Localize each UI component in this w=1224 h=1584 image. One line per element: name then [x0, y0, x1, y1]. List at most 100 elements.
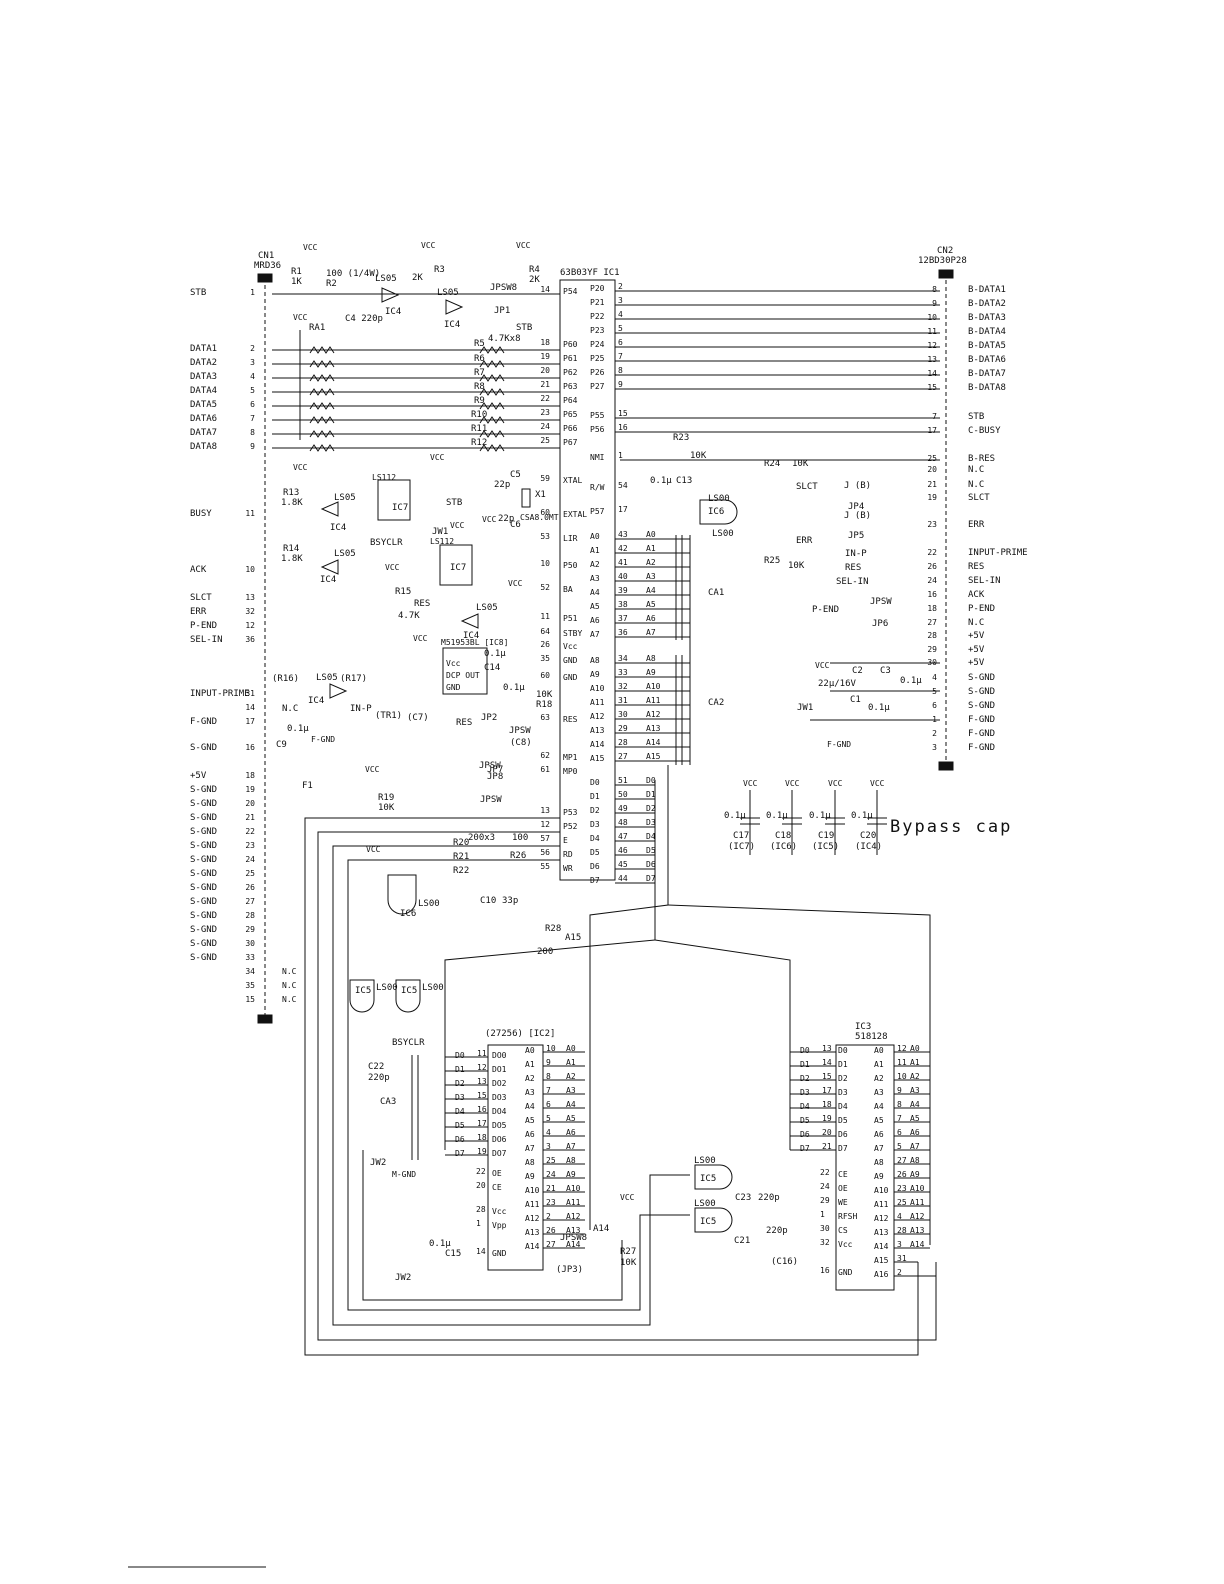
- ls00-label: LS00: [694, 1156, 716, 1166]
- ic3-net-label: A13: [910, 1226, 925, 1235]
- ic3-net-label: A12: [910, 1212, 925, 1221]
- ic3-pin-number: 18: [822, 1100, 832, 1109]
- ic1-bus-net: A10: [646, 682, 661, 691]
- ic3-pin-name: A16: [874, 1270, 889, 1279]
- c23-value: 220p: [758, 1193, 780, 1203]
- ic1-label: 63B03YF IC1: [560, 268, 620, 278]
- ic1-pin-name: P26: [590, 368, 605, 377]
- r20-label: R20: [453, 838, 469, 848]
- ic1-bus-net: A0: [646, 530, 656, 539]
- cn1-signal-label: S-GND: [190, 799, 217, 809]
- vcc-label: VCC: [303, 243, 318, 252]
- cn1-pin-number: 29: [245, 925, 255, 934]
- ic3-net-label: D6: [800, 1130, 810, 1139]
- c9-value: 0.1μ: [287, 724, 309, 734]
- ic3-pin-name: A6: [874, 1130, 884, 1139]
- resistor-symbol: [309, 388, 335, 396]
- ic2-net-label: A0: [566, 1044, 576, 1053]
- ic3-pin-number: 20: [822, 1128, 832, 1137]
- ic3-pin-number: 10: [897, 1072, 907, 1081]
- cn1-signal-label: S-GND: [190, 897, 217, 907]
- vcc-label: VCC: [293, 463, 308, 472]
- ic1-pin-name: STBY: [563, 629, 582, 638]
- cn1-signal-label: ACK: [190, 565, 207, 575]
- ic1-pin-name: A12: [590, 712, 605, 721]
- ic1-pin-name: A10: [590, 684, 605, 693]
- cn1-part: MRD36: [254, 261, 281, 271]
- cn1-signal-label: S-GND: [190, 855, 217, 865]
- ic1-pin-name: RD: [563, 850, 573, 859]
- ic3-pin-name: A12: [874, 1214, 889, 1223]
- cn1-signal-label: S-GND: [190, 785, 217, 795]
- cn2-signal-label: ACK: [968, 590, 985, 600]
- ic2-net-label: A13: [566, 1226, 581, 1235]
- cn1-signal-label: S-GND: [190, 939, 217, 949]
- cn2-pin-number: 14: [927, 369, 937, 378]
- ls05-label: LS05: [476, 603, 498, 613]
- ic1-bus-net: A9: [646, 668, 656, 677]
- cn2-pin-number: 3: [932, 743, 937, 752]
- ic1-bus-net: A8: [646, 654, 656, 663]
- ic1-pin-name: A0: [590, 532, 600, 541]
- ic2-pin-name: A4: [525, 1102, 535, 1111]
- ic1-pin-name: P60: [563, 340, 578, 349]
- cn1-signal-label: P-END: [190, 621, 217, 631]
- cn2-signal-label: N.C: [968, 465, 984, 475]
- ic1-pin-number: 23: [540, 408, 550, 417]
- r24-label: R24: [764, 459, 780, 469]
- ic2-pin-number: 11: [477, 1049, 487, 1058]
- ic2-pin-name: A1: [525, 1060, 535, 1069]
- cn2-signal-label: C-BUSY: [968, 426, 1001, 436]
- ic1-bus-net: A15: [646, 752, 661, 761]
- ic1-pin-number: 33: [618, 668, 628, 677]
- ic1-pin-name: P54: [563, 287, 578, 296]
- vcc-label: VCC: [482, 515, 497, 524]
- ic3-ctrl-number: 24: [820, 1182, 830, 1191]
- cn2-pin-number: 21: [927, 480, 937, 489]
- cn1-pin-number: 7: [250, 414, 255, 423]
- cn1-nc-label: N.C: [282, 981, 297, 990]
- ic2-pin-name: A2: [525, 1074, 535, 1083]
- resistor-symbol: [479, 402, 505, 410]
- ca1-label: CA1: [708, 588, 724, 598]
- ic3-pin-number: 13: [822, 1044, 832, 1053]
- ic2-net-label: A14: [566, 1240, 581, 1249]
- ic1-pin-name: P66: [563, 424, 578, 433]
- jw2-label: JW2: [370, 1158, 386, 1168]
- cn1-pin-number: 32: [245, 607, 255, 616]
- ic-labels: 63B03YF IC1 (27256) [IC2] IC3 518128 M51…: [441, 268, 888, 1042]
- ic2-net-label: D1: [455, 1065, 465, 1074]
- ls112-label: LS112: [372, 473, 396, 482]
- c7-label: (C7): [407, 713, 429, 723]
- ic2-pin-number: 24: [546, 1170, 556, 1179]
- ic1-bus-net: D3: [646, 818, 656, 827]
- vcc-label: VCC: [815, 661, 830, 670]
- ic1-bus-net: D5: [646, 846, 656, 855]
- ic1-pin-number: 31: [618, 696, 628, 705]
- ic1-pin-number: 12: [540, 820, 550, 829]
- ic1-pin-name: GND: [563, 673, 578, 682]
- ic3-ctrl-number: 22: [820, 1168, 830, 1177]
- ic2-ctrl-number: 1: [476, 1219, 481, 1228]
- cn1-pin-number: 16: [245, 743, 255, 752]
- resistor-symbol: [309, 444, 335, 452]
- c6-value: 22p: [498, 514, 514, 524]
- ic1-pin-number: 40: [618, 572, 628, 581]
- res-label: RES: [845, 563, 861, 573]
- r17-label: (R17): [340, 674, 367, 684]
- ic3-pin-number: 26: [897, 1170, 907, 1179]
- ic3-net-label: A7: [910, 1142, 920, 1151]
- vcc-label: VCC: [508, 579, 523, 588]
- r4-label: R4: [529, 265, 540, 275]
- cn1-signal-label: DATA8: [190, 442, 217, 452]
- ic1-bus-net: A4: [646, 586, 656, 595]
- ic4-label: IC4: [320, 575, 336, 585]
- ic3-pin-name: D6: [838, 1130, 848, 1139]
- c18-label: C18: [775, 831, 791, 841]
- ls05-label: LS05: [334, 493, 356, 503]
- ic2-pin-name: DO7: [492, 1149, 507, 1158]
- ic1-pin-name: A9: [590, 670, 600, 679]
- cn2-pin-number: 9: [932, 299, 937, 308]
- ic1-pin-number: 15: [618, 409, 628, 418]
- cn1-signal-label: BUSY: [190, 509, 212, 519]
